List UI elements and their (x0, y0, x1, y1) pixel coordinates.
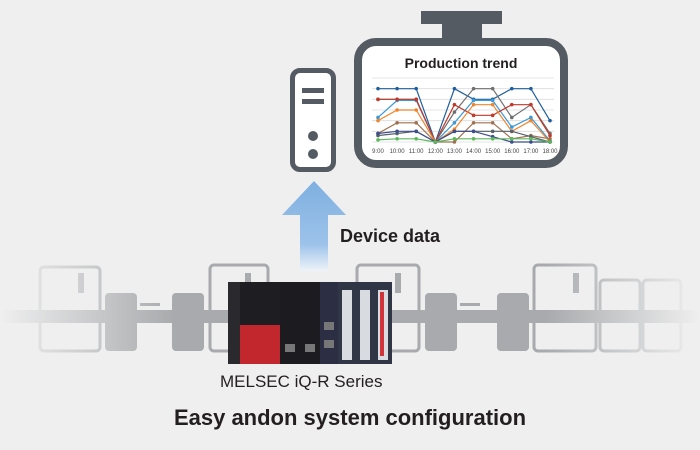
server-icon (290, 68, 336, 172)
data-point (509, 86, 514, 91)
data-point (490, 137, 495, 141)
data-point (529, 118, 533, 123)
data-point (395, 108, 399, 112)
data-point (509, 129, 514, 134)
data-point (414, 86, 419, 91)
data-point (490, 121, 495, 125)
data-point (376, 97, 380, 102)
data-point (509, 137, 514, 141)
data-point (452, 129, 457, 134)
series-line-series-4 (378, 98, 551, 144)
data-point (529, 102, 533, 107)
data-point (529, 137, 533, 141)
series-line-series-8 (377, 130, 550, 143)
data-point (548, 140, 552, 144)
device-data-label: Device data (340, 226, 441, 246)
x-tick-label: 14:00 (466, 149, 482, 155)
x-tick-label: 10:00 (390, 149, 406, 155)
series-line-series-1 (378, 87, 551, 144)
series-line-series-9 (377, 138, 551, 143)
data-point (395, 97, 399, 102)
data-point (376, 118, 380, 123)
data-point (509, 140, 514, 144)
data-point (433, 140, 438, 144)
server-led (308, 149, 318, 159)
data-point (490, 129, 495, 134)
data-point (452, 137, 457, 141)
series-line-series-2 (378, 88, 551, 144)
data-point (414, 137, 419, 141)
x-tick-label: 16:00 (504, 149, 520, 155)
upload-arrow-icon (282, 181, 346, 271)
data-point (471, 129, 476, 134)
plc-series-label: MELSEC iQ-R Series (220, 372, 383, 391)
data-point (548, 137, 552, 141)
cpu-module-front (240, 325, 280, 364)
cpu-module (240, 282, 280, 325)
data-point (490, 102, 495, 107)
data-point (490, 113, 495, 118)
data-point (395, 129, 399, 134)
series-line-series-3 (377, 99, 551, 144)
data-point (395, 121, 399, 125)
power-supply-module (228, 282, 240, 364)
monitor-mount-neck (442, 24, 482, 38)
data-point (452, 102, 457, 107)
data-point (452, 140, 457, 144)
data-point (452, 110, 457, 114)
data-point (376, 86, 380, 91)
data-point (471, 86, 476, 91)
data-point (471, 137, 476, 141)
data-point (490, 86, 495, 91)
server-drive-bar (302, 88, 324, 93)
x-tick-label: 13:00 (447, 149, 463, 155)
data-point (376, 138, 380, 142)
data-point (471, 121, 476, 125)
diagram-title: Easy andon system configuration (173, 405, 527, 430)
data-point (395, 137, 399, 141)
data-point (471, 98, 476, 103)
data-point (548, 118, 552, 123)
server-drive-bar (302, 99, 324, 104)
data-point (452, 121, 457, 125)
data-point (414, 129, 419, 134)
x-tick-label: 9:00 (372, 149, 384, 155)
data-point (471, 113, 476, 118)
data-point (529, 115, 533, 120)
data-point (529, 86, 533, 91)
network-module (280, 282, 300, 364)
data-point (376, 115, 380, 120)
monitor-mount (421, 11, 502, 24)
data-point (471, 102, 476, 107)
data-point (414, 121, 419, 125)
data-point (452, 86, 457, 91)
data-point (490, 98, 495, 103)
network-module (300, 282, 320, 364)
series-line-series-6 (377, 122, 551, 143)
data-point (529, 140, 533, 144)
data-point (509, 102, 514, 107)
data-point (395, 86, 399, 91)
data-point (509, 125, 514, 129)
plc-module-rack (228, 282, 392, 364)
x-tick-label: 12:00 (428, 149, 444, 155)
data-point (509, 115, 514, 120)
data-point (376, 131, 380, 136)
x-tick-label: 15:00 (485, 149, 501, 155)
data-point (414, 108, 419, 112)
x-tick-label: 18:00 (542, 149, 558, 155)
series-line-series-5 (377, 104, 551, 143)
x-tick-label: 17:00 (523, 149, 539, 155)
data-point (414, 97, 419, 102)
x-tick-label: 11:00 (409, 149, 424, 155)
server-led (308, 131, 318, 141)
data-point (548, 133, 552, 138)
chart-title: Production trend (404, 55, 518, 71)
